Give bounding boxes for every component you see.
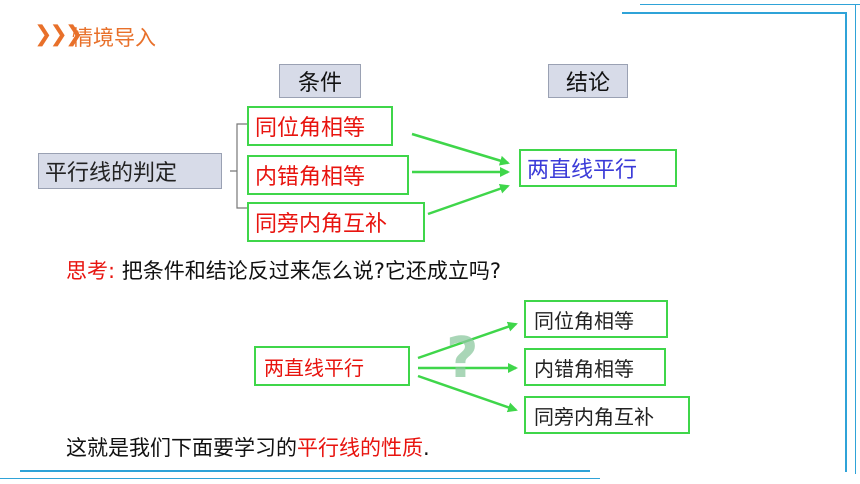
question-mark-icon: ? (446, 326, 479, 391)
frame-right-line-2 (855, 4, 856, 474)
condition-box-2: 内错角相等 (247, 155, 409, 195)
condition-box-1: 同位角相等 (247, 106, 393, 146)
thinking-question: 把条件和结论反过来怎么说?它还成立吗? (121, 259, 502, 283)
result-box-3: 同旁内角互补 (524, 396, 690, 434)
header-chevrons-icon: ❯❯❯ (34, 22, 83, 47)
summary-suffix: . (423, 436, 430, 460)
frame-bottom-line (20, 470, 590, 472)
summary-prefix: 这就是我们下面要学习的 (66, 436, 297, 460)
frame-bottom-line-2 (0, 478, 600, 479)
section-title: 情境导入 (72, 26, 156, 50)
conclusion-box: 两直线平行 (519, 149, 677, 187)
arrow-6 (417, 374, 518, 413)
arrow-4 (417, 321, 518, 360)
arrow-3 (427, 183, 510, 216)
result-box-2: 内错角相等 (524, 348, 666, 386)
frame-right-line (845, 12, 847, 472)
summary-highlight: 平行线的性质 (297, 436, 423, 460)
arrow-1 (411, 132, 510, 166)
summary-text: 这就是我们下面要学习的平行线的性质. (66, 432, 430, 462)
frame-top-line-2 (640, 4, 860, 5)
condition-box-3: 同旁内角互补 (247, 202, 425, 242)
condition-header: 条件 (279, 64, 361, 98)
frame-top-line (622, 12, 847, 14)
thinking-label: 思考: (66, 259, 116, 283)
result-box-1: 同位角相等 (524, 300, 668, 338)
topic-box: 平行线的判定 (38, 153, 222, 189)
conclusion-header: 结论 (548, 64, 628, 98)
thinking-prompt: 思考: 把条件和结论反过来怎么说?它还成立吗? (66, 255, 501, 285)
premise-box: 两直线平行 (254, 346, 410, 386)
condition-bracket (230, 123, 247, 209)
